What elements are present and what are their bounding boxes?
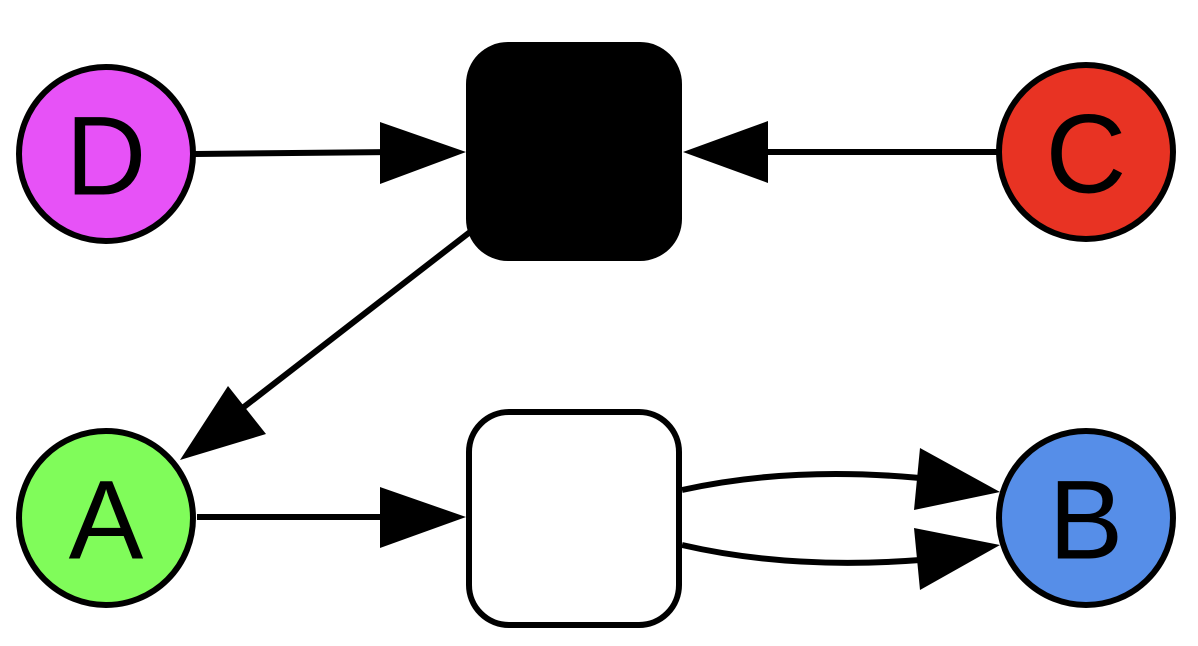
arrowhead-icon — [180, 386, 266, 460]
node-a-label: A — [69, 458, 144, 583]
arrowhead-icon — [683, 121, 768, 183]
node-c-label: C — [1046, 92, 1127, 217]
node-a: A — [16, 428, 196, 608]
arrowhead-icon — [914, 448, 1000, 510]
node-b: B — [996, 428, 1176, 608]
edge-top-box-to-a — [238, 229, 472, 413]
arrowhead-icon — [914, 528, 1000, 590]
node-c: C — [996, 62, 1176, 242]
arrowhead-icon — [380, 122, 466, 184]
node-d: D — [16, 64, 196, 244]
node-b-label: B — [1049, 458, 1124, 583]
arrowhead-icon — [380, 487, 466, 548]
edge-bottom-box-to-b-lower — [681, 542, 921, 566]
top-box — [466, 42, 682, 261]
node-d-label: D — [66, 94, 147, 219]
edge-d-to-top-box — [194, 149, 391, 157]
bottom-box — [466, 409, 682, 628]
edge-bottom-box-to-b-upper — [681, 471, 921, 493]
